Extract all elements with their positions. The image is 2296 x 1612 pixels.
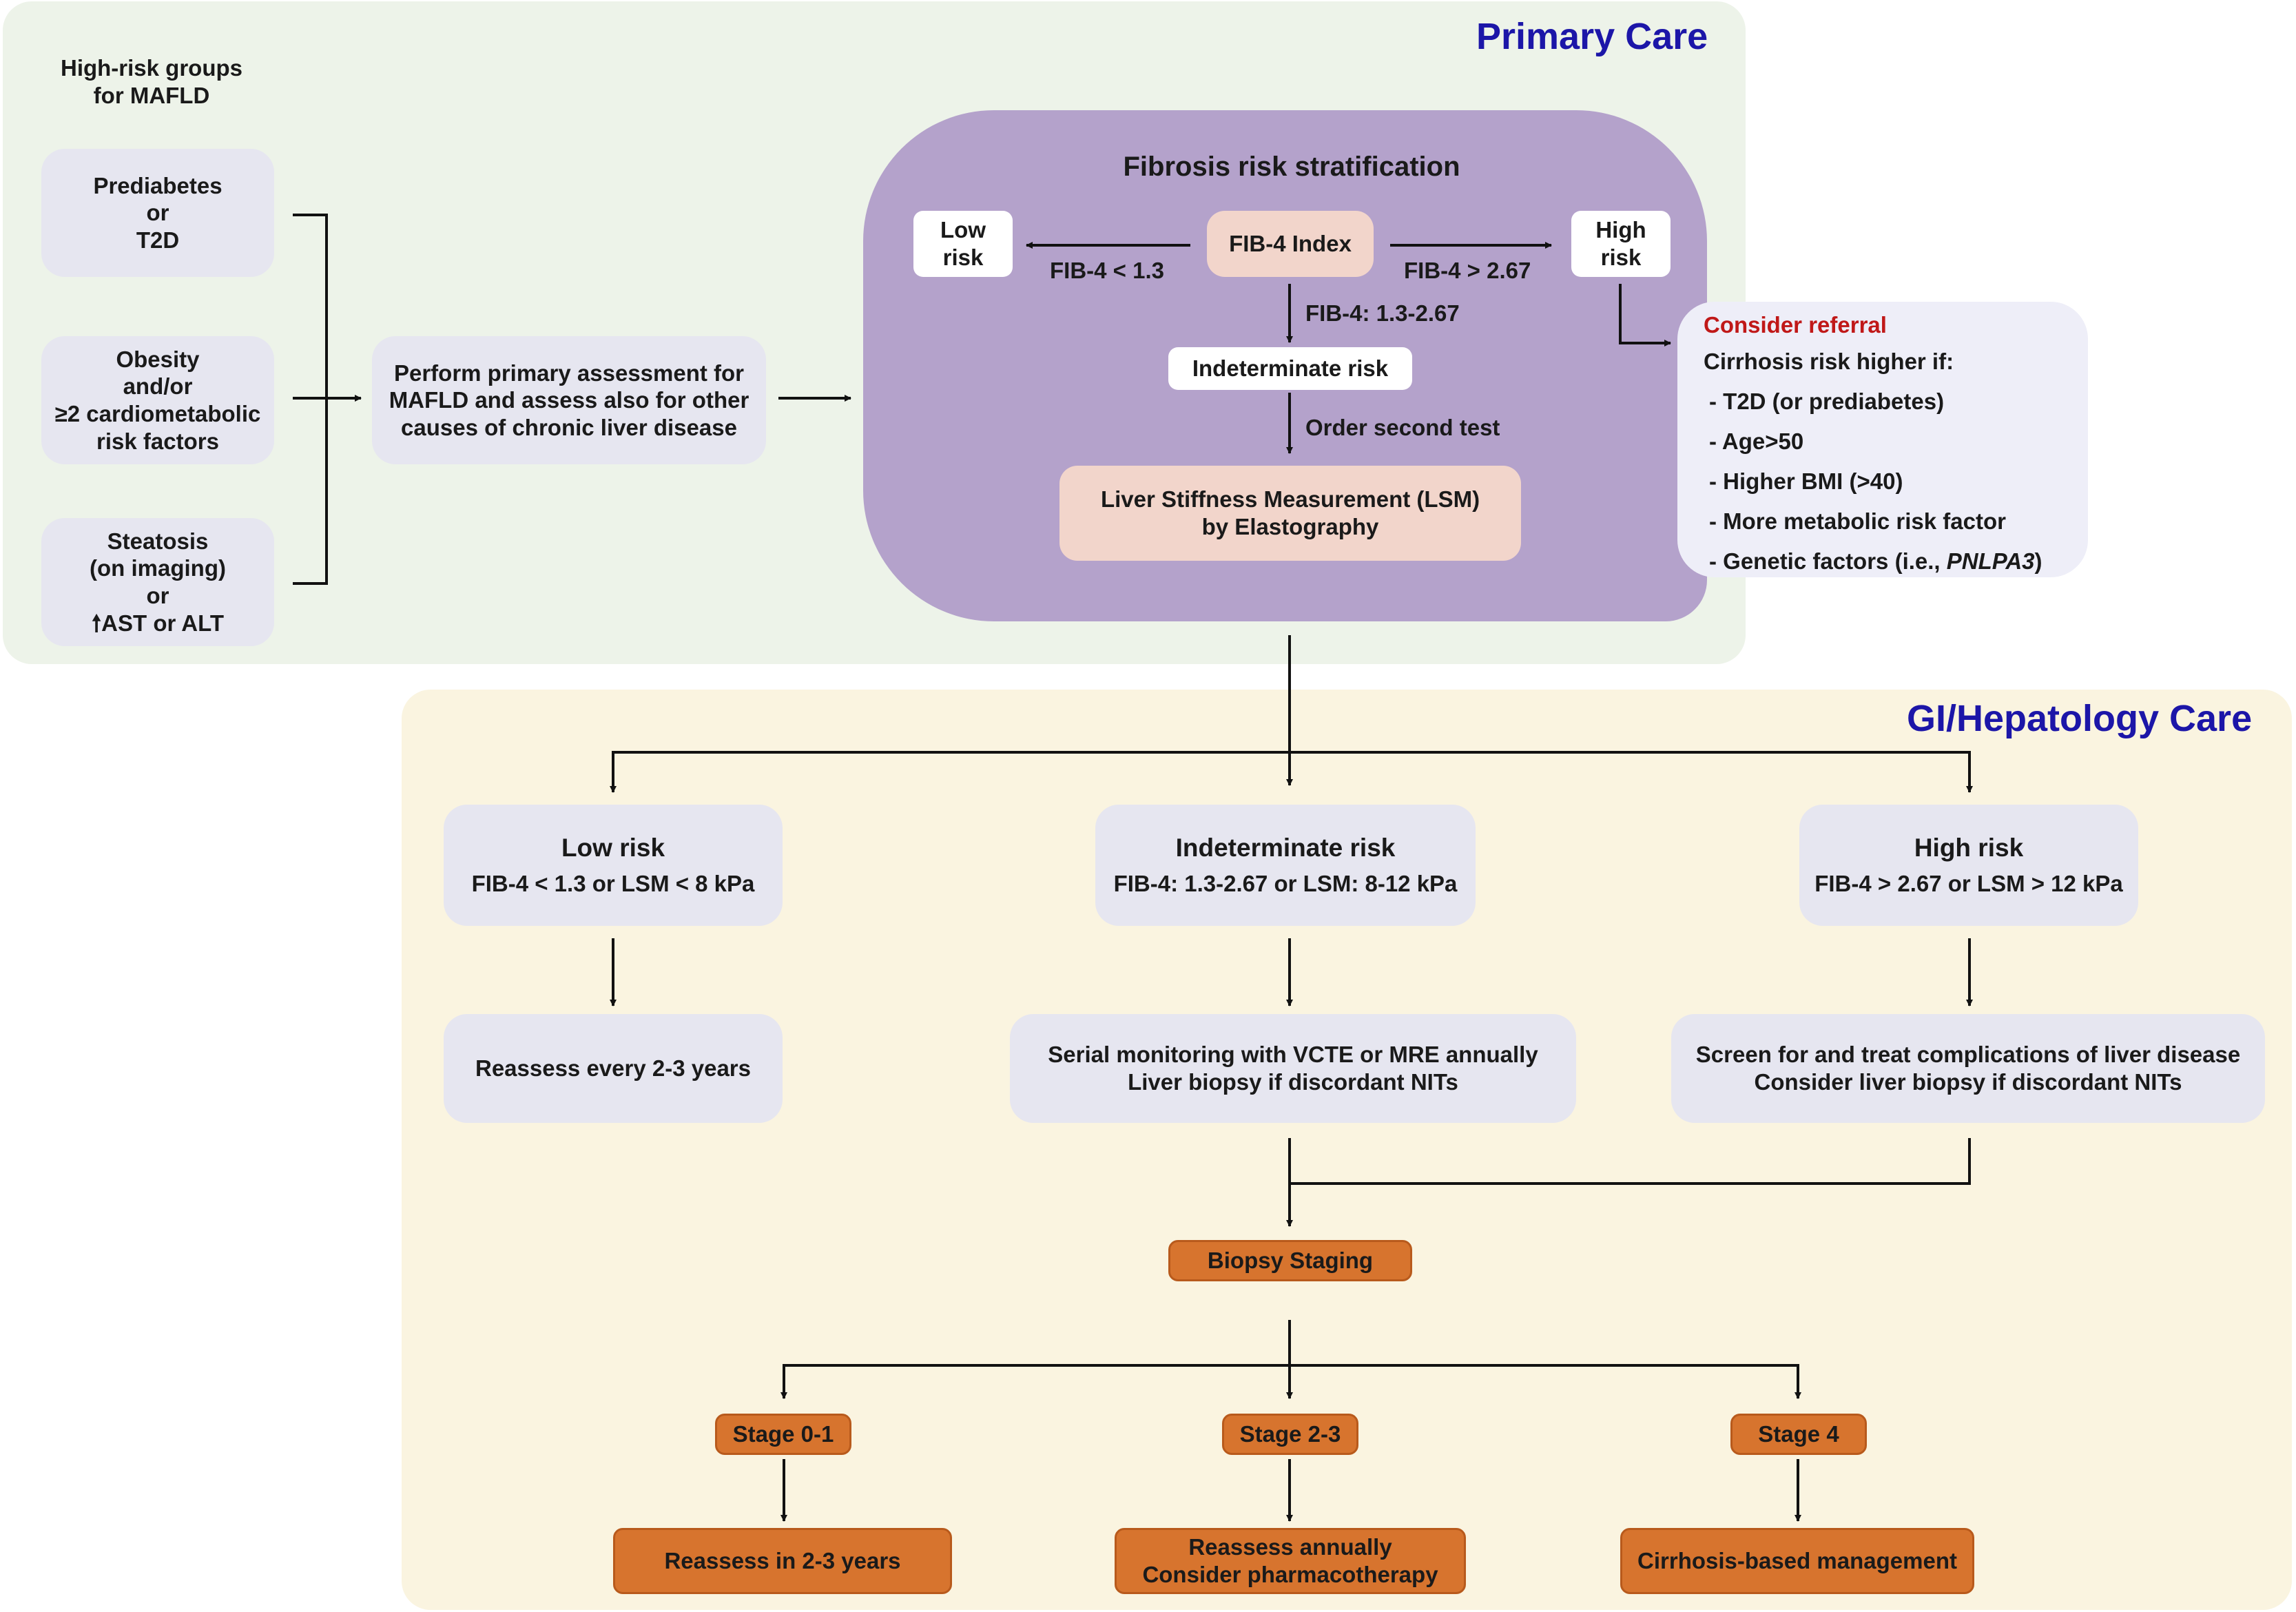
referral-title: Consider referral: [1704, 312, 1887, 338]
referral-subtitle: Cirrhosis risk higher if:: [1704, 349, 1954, 374]
low-risk-box: Low risk: [913, 211, 1013, 277]
order-second-test-label: Order second test: [1305, 415, 1500, 440]
referral-item-genetic: - Genetic factors (i.e., PNLPA3): [1709, 548, 2042, 574]
gi-indeterminate-risk-box: Indeterminate risk FIB-4: 1.3-2.67 or LS…: [1095, 805, 1476, 926]
referral-item-metabolic: - More metabolic risk factor: [1709, 508, 2006, 534]
referral-item-t2d: - T2D (or prediabetes): [1709, 389, 1945, 414]
referral-item-bmi: - Higher BMI (>40): [1709, 468, 1903, 494]
gi-low-action-box: Reassess every 2-3 years: [444, 1014, 783, 1123]
stage-2-3-box: Stage 2-3: [1222, 1414, 1358, 1455]
high-risk-groups-heading: High-risk groups for MAFLD: [60, 55, 243, 108]
biopsy-staging-box: Biopsy Staging: [1168, 1240, 1412, 1281]
high-threshold-label: FIB-4 > 2.67: [1404, 258, 1531, 283]
gi-low-risk-box: Low risk FIB-4 < 1.3 or LSM < 8 kPa: [444, 805, 783, 926]
group-steatosis: Steatosis (on imaging) or 🠕AST or ALT: [41, 518, 274, 646]
primary-care-title: Primary Care: [1476, 16, 1708, 57]
stage-0-1-box: Stage 0-1: [715, 1414, 851, 1455]
gi-care-title: GI/Hepatology Care: [1907, 698, 2253, 739]
stage-4-box: Stage 4: [1730, 1414, 1867, 1455]
group-prediabetes-t2d: Prediabetes or T2D: [41, 149, 274, 277]
fib4-index-box: FIB-4 Index: [1207, 211, 1374, 277]
low-threshold-label: FIB-4 < 1.3: [1050, 258, 1164, 283]
stage-2-3-action-box: Reassess annually Consider pharmacothera…: [1115, 1528, 1466, 1594]
lsm-elastography-box: Liver Stiffness Measurement (LSM) by Ela…: [1059, 466, 1521, 561]
stage-0-1-action-box: Reassess in 2-3 years: [613, 1528, 952, 1594]
primary-assessment-box: Perform primary assessment for MAFLD and…: [372, 336, 766, 464]
high-risk-box: High risk: [1571, 211, 1671, 277]
stratification-title: Fibrosis risk stratification: [1123, 152, 1460, 182]
mid-threshold-label: FIB-4: 1.3-2.67: [1305, 300, 1460, 326]
indeterminate-risk-box: Indeterminate risk: [1168, 347, 1412, 390]
gi-indeterminate-action-box: Serial monitoring with VCTE or MRE annua…: [1010, 1014, 1576, 1123]
referral-item-age: - Age>50: [1709, 428, 1804, 454]
gi-high-risk-box: High risk FIB-4 > 2.67 or LSM > 12 kPa: [1799, 805, 2138, 926]
up-arrow-icon: 🠕: [92, 610, 102, 636]
group-obesity-risk-factors: Obesity and/or ≥2 cardiometabolic risk f…: [41, 336, 274, 464]
referral-box: Consider referral Cirrhosis risk higher …: [1677, 302, 2088, 577]
gi-high-action-box: Screen for and treat complications of li…: [1671, 1014, 2265, 1123]
stage-4-action-box: Cirrhosis-based management: [1620, 1528, 1974, 1594]
